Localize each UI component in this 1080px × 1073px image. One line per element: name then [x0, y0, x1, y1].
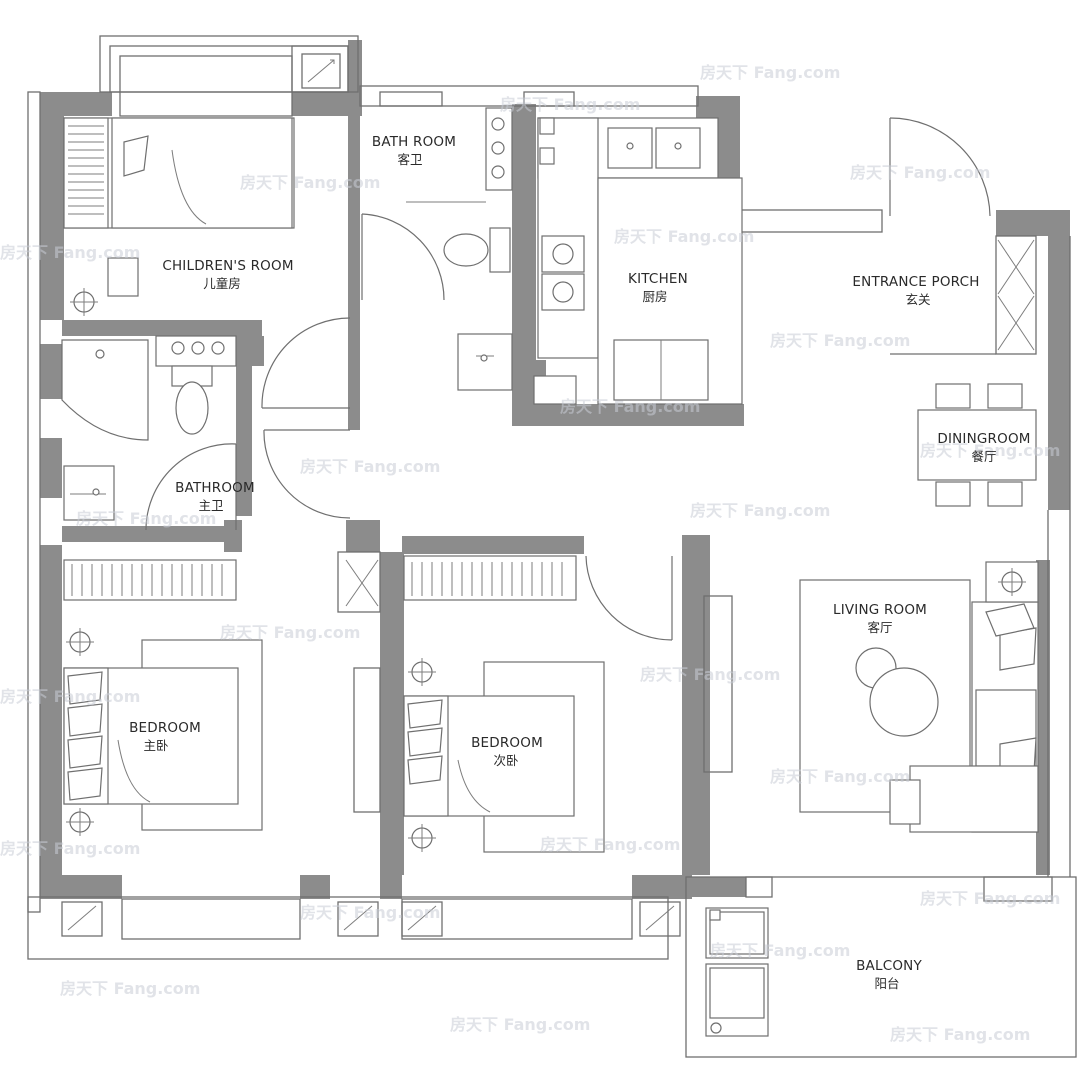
bed-icon: [403, 695, 575, 817]
svg-text:房天下 Fang.com: 房天下 Fang.com: [0, 243, 140, 262]
svg-text:房天下 Fang.com: 房天下 Fang.com: [850, 163, 990, 182]
svg-text:房天下 Fang.com: 房天下 Fang.com: [300, 903, 440, 922]
toilet-icon: [171, 365, 213, 435]
svg-text:房天下 Fang.com: 房天下 Fang.com: [710, 941, 850, 960]
kitchen-furniture: [533, 117, 743, 405]
svg-text:房天下 Fang.com: 房天下 Fang.com: [540, 835, 680, 854]
wardrobe-icon: [411, 562, 563, 596]
lamp-icon: [408, 824, 436, 852]
guest-bath-label: BATH ROOM: [372, 134, 456, 150]
svg-text:房天下 Fang.com: 房天下 Fang.com: [240, 173, 380, 192]
dining-furniture: [917, 383, 1037, 507]
sofa-icon: [909, 601, 1039, 833]
stove-icon: [541, 235, 585, 311]
toilet-icon: [443, 227, 511, 273]
lamp-icon: [408, 658, 436, 686]
second-bedroom-furniture: [403, 555, 605, 853]
second-bedroom-label: BEDROOM: [471, 735, 543, 751]
childrens-room-label: CHILDREN'S ROOM: [162, 258, 293, 274]
bed-icon: [63, 667, 239, 805]
svg-text:房天下 Fang.com: 房天下 Fang.com: [920, 441, 1060, 460]
master-bedroom-label-zh: 主卧: [143, 738, 168, 753]
dining-label: DININGROOM: [937, 431, 1030, 447]
master-bedroom-furniture: [63, 559, 263, 836]
table-icon: [855, 647, 939, 737]
svg-text:房天下 Fang.com: 房天下 Fang.com: [700, 63, 840, 82]
second-bedroom-label-zh: 次卧: [493, 753, 518, 768]
lamp-icon: [66, 808, 94, 836]
master-bath-furniture: [61, 335, 237, 521]
sink-icon: [63, 465, 115, 521]
svg-text:房天下 Fang.com: 房天下 Fang.com: [450, 1015, 590, 1034]
svg-text:房天下 Fang.com: 房天下 Fang.com: [920, 889, 1060, 908]
frames: [27, 35, 1077, 1058]
balcony-furniture: [705, 907, 769, 1037]
dining-label-zh: 餐厅: [971, 449, 996, 464]
svg-text:房天下 Fang.com: 房天下 Fang.com: [220, 623, 360, 642]
room-labels: CHILDREN'S ROOM 儿童房 BATH ROOM 客卫 KITCHEN…: [129, 134, 1030, 991]
living-furniture: [799, 561, 1039, 833]
svg-text:房天下 Fang.com: 房天下 Fang.com: [60, 979, 200, 998]
kitchen-label: KITCHEN: [628, 271, 688, 287]
svg-text:房天下 Fang.com: 房天下 Fang.com: [76, 509, 216, 528]
master-bedroom-label: BEDROOM: [129, 720, 201, 736]
svg-text:房天下 Fang.com: 房天下 Fang.com: [0, 687, 140, 706]
table-icon: [917, 409, 1037, 481]
balcony-label: BALCONY: [856, 958, 922, 974]
guest-bath-label-zh: 客卫: [397, 152, 422, 167]
svg-text:房天下 Fang.com: 房天下 Fang.com: [300, 457, 440, 476]
master-bath-label: BATHROOM: [175, 480, 255, 496]
bed-icon: [111, 117, 293, 229]
svg-text:房天下 Fang.com: 房天下 Fang.com: [614, 227, 754, 246]
svg-text:房天下 Fang.com: 房天下 Fang.com: [770, 767, 910, 786]
sink-icon: [607, 127, 701, 169]
balcony-label-zh: 阳台: [874, 976, 899, 991]
lamp-icon: [70, 288, 98, 316]
svg-text:房天下 Fang.com: 房天下 Fang.com: [560, 397, 700, 416]
living-room-label: LIVING ROOM: [833, 602, 927, 618]
childrens-room-label-zh: 儿童房: [203, 276, 241, 291]
living-room-label-zh: 客厅: [867, 620, 892, 635]
guest-bath-furniture: [406, 107, 513, 391]
svg-text:房天下 Fang.com: 房天下 Fang.com: [690, 501, 830, 520]
sink-icon: [457, 333, 513, 391]
wardrobe-icon: [71, 564, 223, 596]
childrens-room-furniture: [63, 117, 295, 316]
kitchen-label-zh: 厨房: [642, 289, 667, 304]
svg-text:房天下 Fang.com: 房天下 Fang.com: [640, 665, 780, 684]
svg-text:房天下 Fang.com: 房天下 Fang.com: [500, 95, 640, 114]
lamp-icon: [998, 568, 1026, 596]
wardrobe-icon: [68, 125, 104, 215]
svg-text:房天下 Fang.com: 房天下 Fang.com: [890, 1025, 1030, 1044]
entrance-label-zh: 玄关: [905, 292, 930, 307]
watermark: 房天下 Fang.com 房天下 Fang.com 房天下 Fang.com 房…: [0, 63, 1060, 1044]
master-bath-label-zh: 主卫: [198, 498, 223, 513]
svg-text:房天下 Fang.com: 房天下 Fang.com: [770, 331, 910, 350]
svg-text:房天下 Fang.com: 房天下 Fang.com: [0, 839, 140, 858]
entrance-label: ENTRANCE PORCH: [852, 274, 979, 290]
door-swing-icon: [145, 117, 991, 641]
lamp-icon: [66, 628, 94, 656]
